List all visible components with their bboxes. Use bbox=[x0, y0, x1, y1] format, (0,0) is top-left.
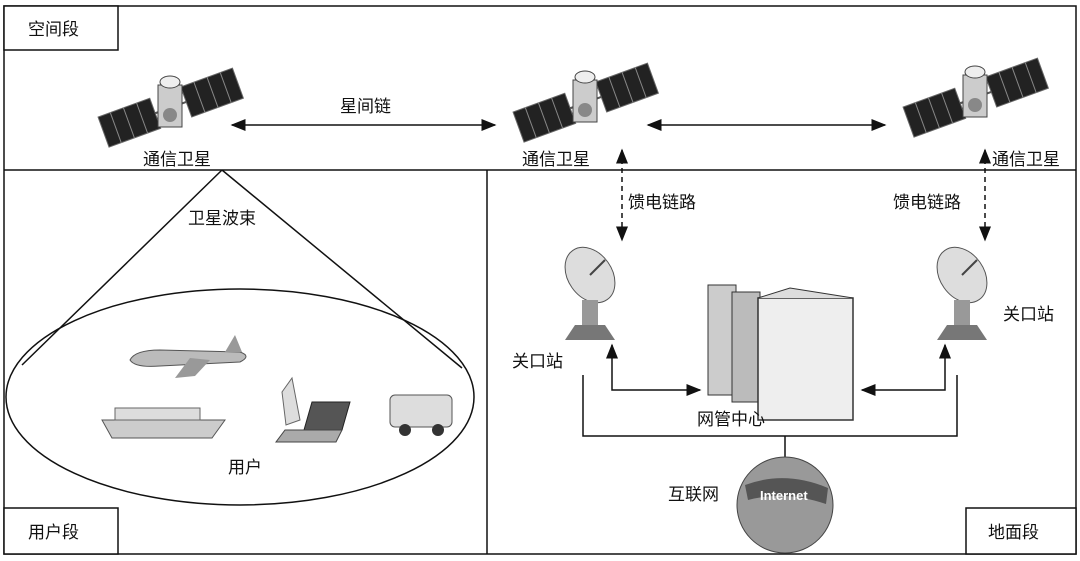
user-segment-label: 用户段 bbox=[28, 523, 79, 543]
feeder-link-label: 馈电链路 bbox=[628, 193, 696, 213]
internet-logo-text: Internet bbox=[760, 488, 808, 503]
cruise-ship-icon bbox=[101, 407, 226, 439]
satellite-label: 通信卫星 bbox=[143, 150, 211, 170]
space-segment-box bbox=[3, 5, 119, 51]
satellite-icon bbox=[902, 57, 1050, 139]
satellite-beam-label: 卫星波束 bbox=[188, 209, 256, 229]
inter-satellite-link-label: 星间链 bbox=[340, 97, 391, 117]
gateway-dish-icon bbox=[925, 236, 999, 341]
satellite-label: 通信卫星 bbox=[522, 150, 590, 170]
satellite-label: 通信卫星 bbox=[992, 150, 1060, 170]
gateway-server-link bbox=[606, 343, 702, 396]
satellite-beam bbox=[21, 169, 463, 369]
ground-network-line bbox=[582, 375, 958, 437]
gateway-label: 关口站 bbox=[512, 352, 563, 372]
user-segment-box bbox=[3, 507, 119, 555]
gateway-dish-icon bbox=[553, 236, 627, 341]
internet-globe-icon: Internet bbox=[736, 456, 834, 554]
network-center-label: 网管中心 bbox=[697, 410, 765, 430]
internet-label: 互联网 bbox=[668, 485, 719, 505]
satellite-icon bbox=[512, 62, 660, 144]
satellite-icon bbox=[97, 67, 245, 149]
laptop-icon bbox=[275, 376, 351, 443]
feeder-link-label: 馈电链路 bbox=[893, 193, 961, 213]
user-coverage-area bbox=[5, 288, 475, 506]
gateway-server-link bbox=[860, 343, 951, 396]
server-icon bbox=[707, 284, 854, 421]
users-label: 用户 bbox=[228, 458, 262, 478]
rv-icon bbox=[389, 394, 453, 436]
ground-segment-box bbox=[965, 507, 1077, 555]
airplane-icon bbox=[129, 335, 247, 378]
outer-frame bbox=[3, 5, 1077, 555]
gateway-label: 关口站 bbox=[1003, 305, 1054, 325]
space-segment-label: 空间段 bbox=[28, 20, 79, 40]
ground-segment-label: 地面段 bbox=[988, 523, 1039, 543]
